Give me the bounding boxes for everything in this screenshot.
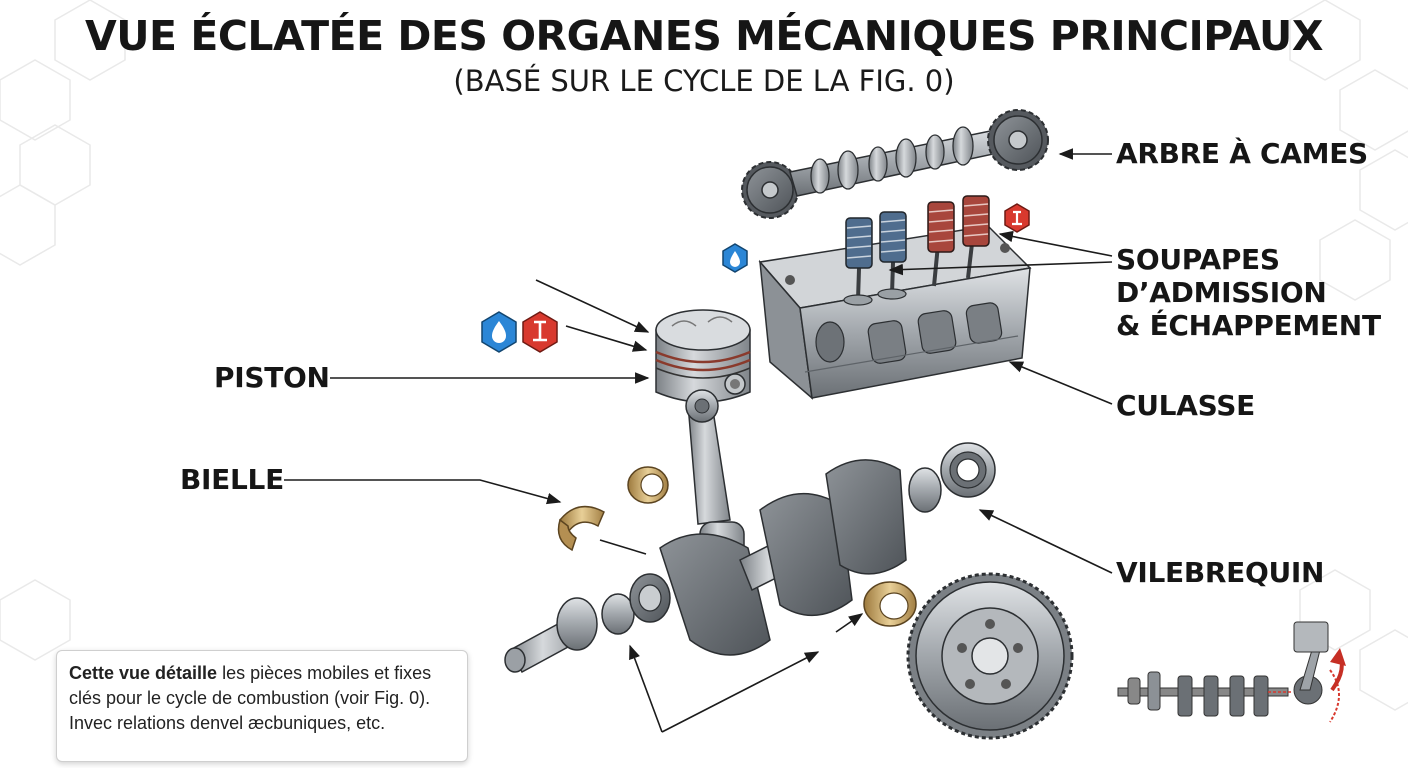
camshaft: [741, 109, 1049, 219]
note-bold-lead: Cette vue détaille: [69, 663, 218, 683]
valves: [843, 195, 990, 306]
label-valves-line3: & ÉCHAPPEMENT: [1116, 309, 1381, 342]
exhaust-valve-hex-icon: [1004, 203, 1030, 233]
description-note: Cette vue détaille les pièces mobiles et…: [56, 650, 468, 762]
label-crankshaft: VILEBREQUIN: [1116, 556, 1325, 589]
camshaft-gear-right: [987, 109, 1049, 171]
crankshaft: [504, 459, 942, 674]
label-camshaft: ARBRE À CAMES: [1116, 137, 1368, 170]
page-title: VUE ÉCLATÉE DES ORGANES MÉCANIQUES PRINC…: [85, 12, 1323, 60]
main-bearing: [940, 442, 996, 498]
exhaust-valve-2: [962, 195, 990, 279]
label-valves-line1: SOUPAPES: [1116, 243, 1280, 276]
intake-valve-1: [843, 217, 873, 306]
camshaft-gear-left: [741, 161, 799, 219]
note-line-2: clés pour le cycle de combustion (voir F…: [69, 688, 431, 708]
label-valves-line2: D’ADMISSION: [1116, 276, 1327, 309]
piston: [655, 309, 751, 403]
label-piston: PISTON: [214, 361, 330, 394]
exhaust-valve-1: [927, 201, 955, 287]
bearing-shell-upper: [627, 466, 669, 504]
bearing-shell-flywheel: [863, 581, 917, 627]
intake-valve-2: [877, 211, 907, 300]
page-subtitle: (BASÉ SUR LE CYCLE DE LA FIG. 0): [453, 64, 955, 98]
bearing-shell-lower: [557, 505, 605, 552]
mini-crank-piston-icon: [1117, 621, 1346, 723]
flywheel: [906, 572, 1074, 740]
label-cylinder-head: CULASSE: [1116, 389, 1255, 422]
label-connecting-rod: BIELLE: [180, 463, 284, 496]
note-line-1: Cette vue détaille les pièces mobiles et…: [69, 661, 455, 686]
note-line-1-rest: les pièces mobiles et fixes: [217, 663, 432, 683]
piston-exhaust-valve-hex-icon: [522, 311, 558, 353]
leader-lines: [284, 148, 1113, 733]
intake-drop-hex-icon: [722, 243, 748, 273]
piston-intake-drop-hex-icon: [481, 311, 517, 353]
note-line-3: Invec relations denvel æcbuniques, etc.: [69, 713, 386, 733]
